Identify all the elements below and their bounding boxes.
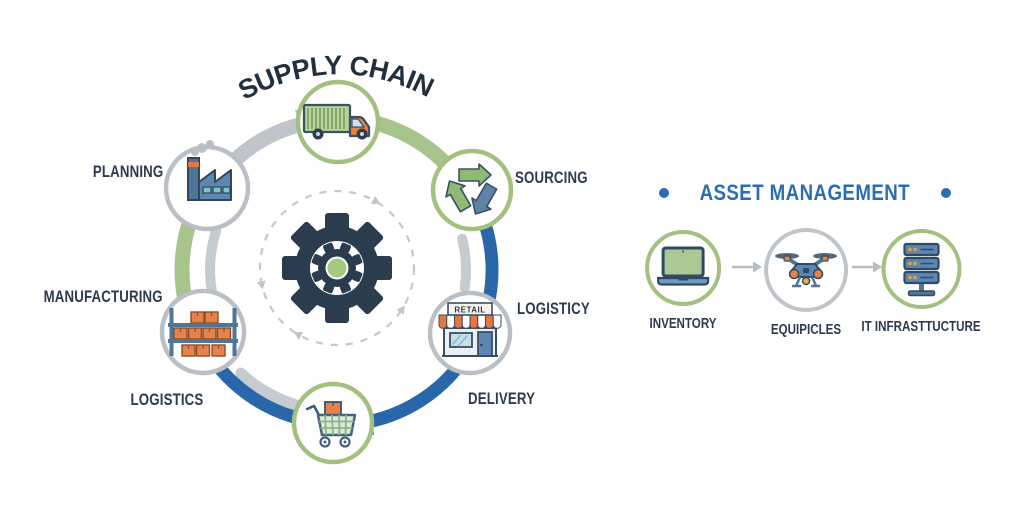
- it-infrastructure-ring: [880, 229, 961, 309]
- dashed-arrowhead: [396, 305, 405, 315]
- cart-icon: [305, 401, 357, 448]
- node-manufacturing: [159, 288, 247, 376]
- label-logisticy: LOGISTICY: [517, 299, 590, 318]
- asset-management-title: ASSET MANAGEMENT: [699, 180, 911, 205]
- label-delivery: DELIVERY: [468, 389, 536, 408]
- node-shipping: [295, 79, 381, 165]
- label-sourcing: SOURCING: [515, 168, 588, 187]
- arrow-sourcing-to-logisticy-inner: [457, 233, 471, 293]
- warehouse-icon: [168, 308, 238, 357]
- recycle-icon: [445, 163, 498, 215]
- equipicles-ring: [763, 228, 848, 312]
- center-cycle: [256, 189, 416, 347]
- bullet-dot-right: [940, 188, 951, 198]
- equipicles-label: EQUIPICLES: [770, 322, 842, 338]
- dashed-cycle-circle: [258, 189, 416, 347]
- supply-chain-diagram: RETAIL: [159, 50, 514, 465]
- laptop-icon: [656, 246, 710, 286]
- truck-icon: [302, 103, 371, 140]
- retail-sign-text: RETAIL: [454, 306, 485, 315]
- asset-management-title-row: ASSET MANAGEMENT: [655, 180, 955, 206]
- node-logisticy: RETAIL: [427, 290, 513, 376]
- asset-item-it-infrastructure: IT INFRASTTUCTURE: [846, 229, 995, 335]
- factory-icon: [187, 140, 232, 201]
- label-planning: PLANNING: [92, 162, 163, 181]
- asset-item-equipicles: EQUIPICLES: [762, 228, 850, 338]
- store-icon: RETAIL: [438, 302, 502, 357]
- drone-icon: [774, 253, 837, 288]
- node-cart: [291, 381, 375, 465]
- arrow-logisticy-to-cart: [341, 357, 468, 435]
- inventory-label: INVENTORY: [649, 316, 717, 332]
- dashed-arrowhead: [371, 196, 381, 204]
- gear-icon: [282, 213, 392, 323]
- it-infrastructure-label: IT INFRASTTUCTURE: [861, 319, 981, 335]
- right-arrow-icon: [852, 261, 882, 273]
- node-planning: [163, 140, 251, 232]
- label-logistics: LOGISTICS: [130, 390, 203, 409]
- bullet-dot-left: [659, 188, 670, 198]
- label-manufacturing: MANUFACTURING: [43, 287, 163, 306]
- inventory-ring: [644, 230, 721, 306]
- arrow-shipping-to-sourcing: [369, 114, 472, 193]
- dashed-arrowhead: [256, 280, 266, 290]
- right-arrow-icon: [732, 261, 762, 273]
- arrow-sourcing-to-logisticy: [477, 213, 499, 312]
- node-sourcing: [430, 148, 514, 232]
- asset-item-inventory: INVENTORY: [641, 230, 725, 332]
- server-icon: [902, 242, 940, 297]
- dashed-arrowhead: [293, 332, 303, 340]
